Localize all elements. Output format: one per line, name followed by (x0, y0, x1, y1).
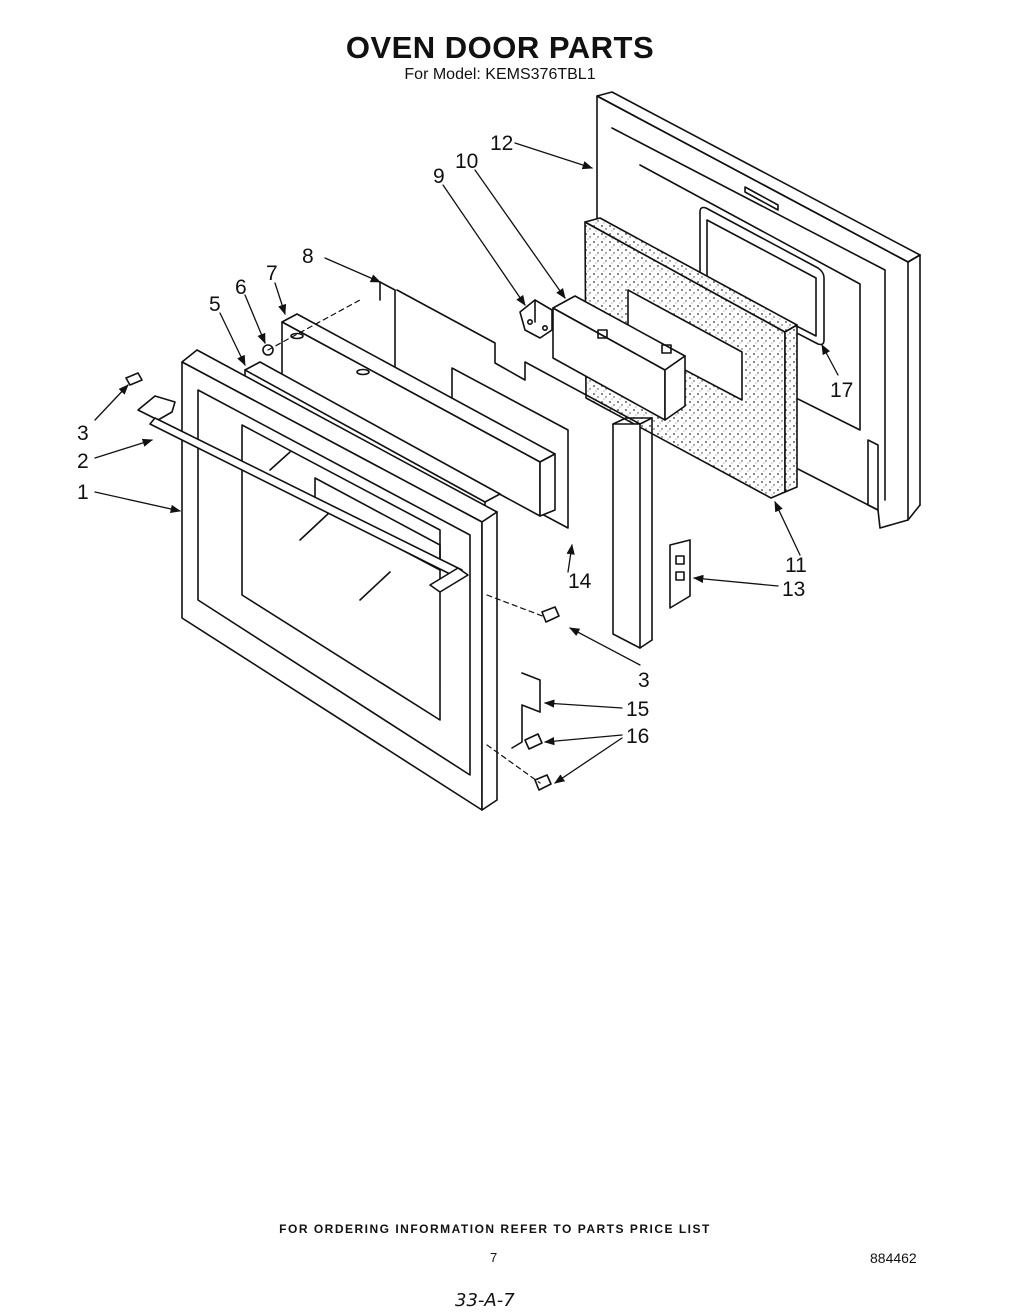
callout-11: 11 (785, 554, 807, 577)
callout-2: 2 (77, 450, 89, 473)
callout-15: 15 (626, 698, 649, 721)
callout-13: 13 (782, 578, 805, 601)
latch-clip-part-13 (669, 539, 691, 609)
callout-3-upper: 3 (77, 422, 89, 445)
air-baffle-part-7 (281, 313, 556, 517)
callout-3-lower: 3 (638, 669, 650, 692)
callout-7: 7 (266, 262, 278, 285)
screw-part-3-lower (541, 606, 560, 623)
callout-1: 1 (77, 481, 89, 504)
leader-lines (94, 142, 839, 784)
callout-12: 12 (490, 132, 513, 155)
door-frame-part-8 (379, 281, 653, 649)
bracket-part-9 (519, 299, 553, 339)
callout-10: 10 (455, 150, 478, 173)
assembly-lines (267, 299, 546, 784)
page-title: OVEN DOOR PARTS (345, 30, 655, 65)
page-number: 7 (490, 1250, 498, 1265)
screw-part-16-lower (534, 774, 552, 791)
callout-6: 6 (235, 276, 247, 299)
handwritten-note: 33-A-7 (455, 1290, 515, 1311)
screw-part-3-upper (125, 372, 143, 386)
model-subtitle: For Model: KEMS376TBL1 (404, 66, 596, 83)
screw-part-16-upper (524, 733, 543, 750)
callout-16: 16 (626, 725, 649, 748)
hinge-bracket-part-15 (511, 672, 541, 749)
callout-labels: 12 10 9 8 7 6 5 3 2 1 14 11 13 3 15 16 1… (77, 132, 853, 748)
ordering-footer: FOR ORDERING INFORMATION REFER TO PARTS … (279, 1222, 711, 1236)
callout-8: 8 (302, 245, 314, 268)
document-number: 884462 (870, 1250, 917, 1266)
callout-5: 5 (209, 293, 221, 316)
door-handle-part-2 (137, 395, 469, 593)
callout-9: 9 (433, 165, 445, 188)
shield-box-part-10 (552, 295, 686, 421)
callout-17: 17 (830, 379, 853, 402)
callout-14: 14 (568, 570, 592, 593)
